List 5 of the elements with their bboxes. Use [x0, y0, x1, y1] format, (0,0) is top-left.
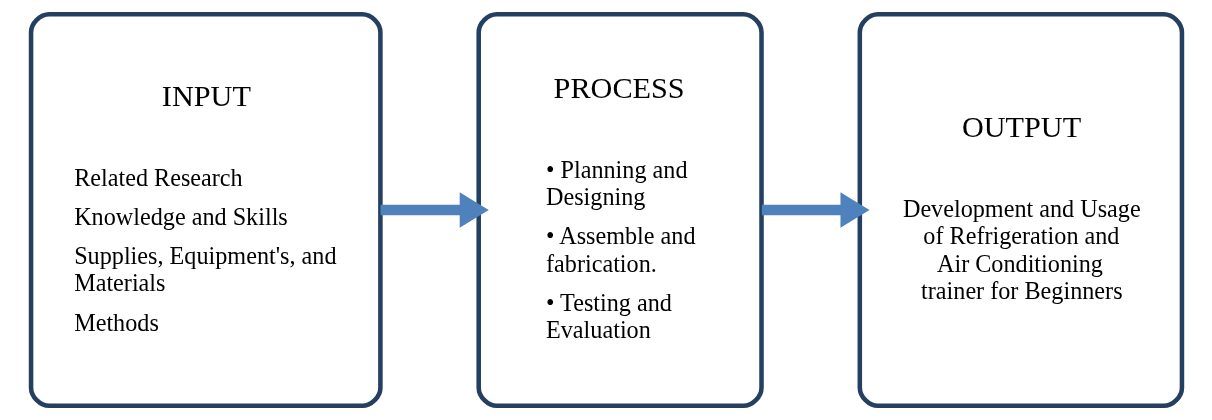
node-box: INPUT Related Research Knowledge and Skills Supplies, Equipment's, and Materials Methods [28, 11, 383, 409]
arrow [761, 192, 869, 228]
node-box: OUTPUT Development and Usage of Refrigeration and Air Conditioning trainer for Beginners [857, 11, 1184, 409]
node-box: PROCESS • Planning and Designing • Assemble and fabrication. • Testing and Evaluation [475, 11, 764, 409]
arrow [380, 192, 489, 228]
